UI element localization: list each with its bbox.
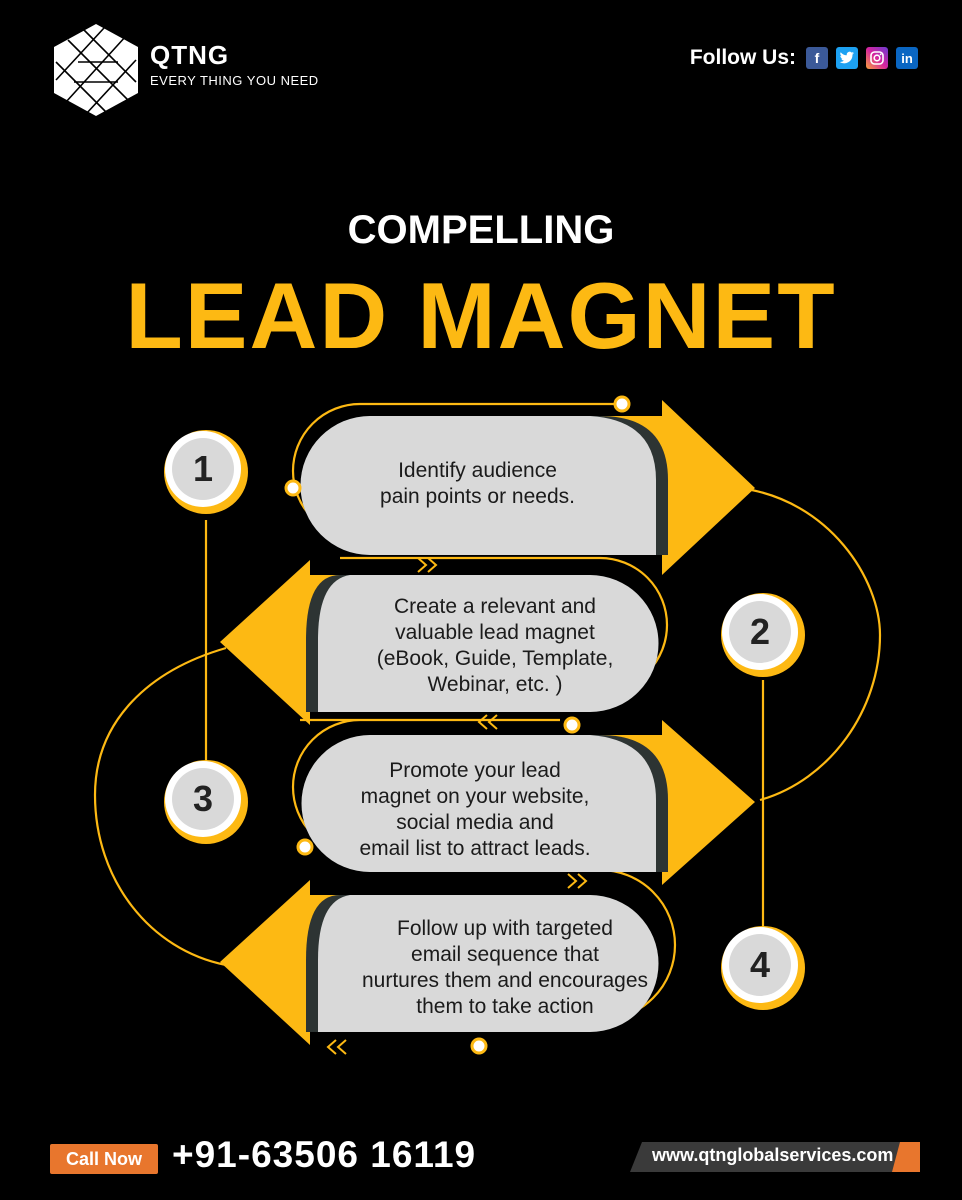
instagram-icon[interactable]	[866, 47, 888, 69]
follow-label: Follow Us:	[689, 46, 796, 69]
facebook-icon[interactable]: f	[806, 47, 828, 69]
call-now-button[interactable]: Call Now	[50, 1144, 158, 1174]
qtng-logo	[54, 24, 138, 116]
step-4-number: 4	[749, 944, 771, 985]
social-follow: Follow Us: f in	[690, 46, 918, 70]
website-banner	[630, 1142, 920, 1172]
website-link[interactable]: www.qtnglobalservices.com	[652, 1145, 894, 1165]
brand-tagline: EVERY THING YOU NEED	[150, 73, 319, 88]
heading-big: LEAD MAGNET	[125, 263, 837, 368]
step-3-number: 3	[192, 778, 214, 819]
brand-name: QTNG	[150, 40, 230, 70]
twitter-icon[interactable]	[836, 47, 858, 69]
step-1-number: 1	[192, 448, 214, 489]
step-2-number: 2	[749, 611, 771, 652]
phone-number[interactable]: +91-63506 16119	[172, 1134, 477, 1175]
heading-small: COMPELLING	[347, 208, 615, 252]
linkedin-icon[interactable]: in	[896, 47, 918, 69]
arc-left	[93, 646, 227, 967]
process-flow-graphic	[93, 395, 882, 1055]
arc-right-top	[739, 486, 882, 802]
